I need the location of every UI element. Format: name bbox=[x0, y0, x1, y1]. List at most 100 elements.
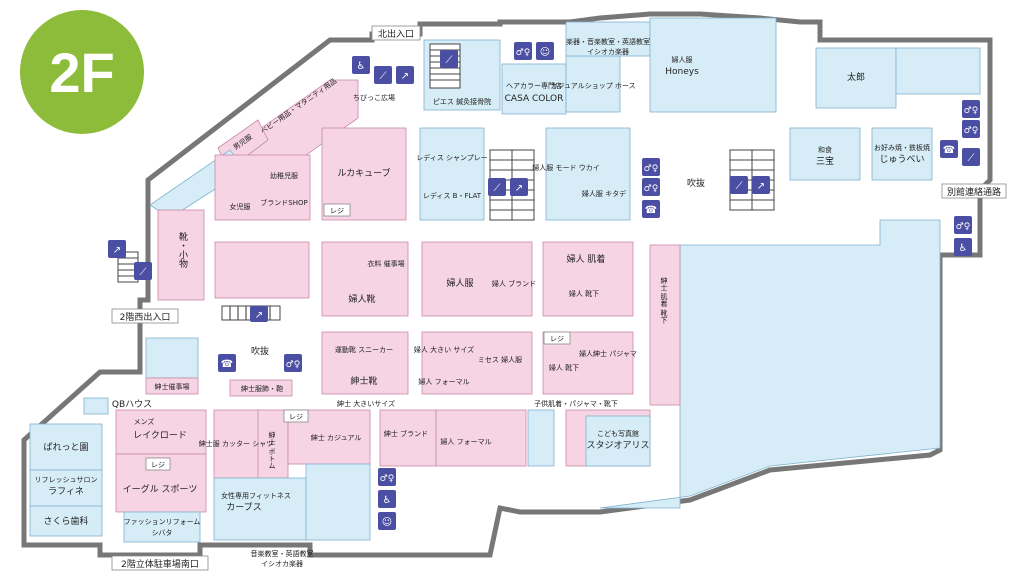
family-restroom-icon[interactable]: ♂♀ bbox=[642, 178, 660, 196]
phone-icon[interactable]: ☎ bbox=[642, 200, 660, 218]
restroom-icon[interactable]: ♂♀ bbox=[954, 216, 972, 234]
label-refresh-sub: リフレッシュサロン bbox=[35, 476, 98, 484]
gate-south-box bbox=[111, 555, 209, 571]
nursery-icon[interactable]: ☺ bbox=[378, 512, 396, 530]
shop-taro bbox=[815, 47, 897, 109]
elevator-icon[interactable]: ♿ bbox=[352, 56, 370, 74]
label-piece: ピエス 鍼灸接骨院 bbox=[433, 97, 491, 106]
wheelchair-icon[interactable]: ♿ bbox=[954, 238, 972, 256]
escalator-icon[interactable]: ↗ bbox=[510, 178, 528, 196]
gate-annex[interactable]: 別館連絡通路 bbox=[947, 186, 1001, 198]
gate-south[interactable]: 2階立体駐車場南口 bbox=[121, 558, 199, 570]
svg-text:☎: ☎ bbox=[645, 205, 657, 216]
label-misses: ミセス 婦人服 bbox=[478, 355, 522, 364]
restroom-icon[interactable]: ♂♀ bbox=[514, 42, 532, 60]
shop-mode-uka bbox=[545, 127, 631, 221]
nursery-icon[interactable]: ☺ bbox=[536, 42, 554, 60]
label-menz-sub: メンズ bbox=[134, 417, 155, 426]
shop-mens-casual bbox=[287, 409, 371, 465]
stairs-icon[interactable]: ⟋ bbox=[488, 178, 506, 196]
label-shoes-small: 靴・小物 bbox=[177, 231, 188, 269]
phone-icon[interactable]: ☎ bbox=[218, 354, 236, 372]
label-mode-uka: 婦人服 モード ウカイ bbox=[532, 163, 599, 172]
restroom-icon[interactable]: ♂♀ bbox=[378, 468, 396, 486]
shop-reform bbox=[123, 511, 201, 543]
void-label: 吹抜 bbox=[687, 177, 705, 189]
label-event-wear: 衣料 催事場 bbox=[367, 259, 404, 268]
wheelchair-icon[interactable]: ♿ bbox=[378, 490, 396, 508]
svg-text:♂♀: ♂♀ bbox=[964, 106, 979, 116]
label-reform: シバタ bbox=[152, 528, 173, 537]
label-music-top-sub: 楽器・音楽教室・英語教室 bbox=[566, 37, 650, 46]
shop-curves bbox=[213, 477, 307, 541]
label-sanpo: 三宝 bbox=[816, 155, 834, 167]
shop-mens-acc bbox=[229, 379, 293, 397]
label-reform-sub: ファッションリフォーム bbox=[124, 518, 201, 526]
escalator-icon[interactable]: ↗ bbox=[396, 66, 414, 84]
svg-text:⟋: ⟋ bbox=[494, 183, 501, 194]
svg-text:⟋: ⟋ bbox=[380, 71, 387, 82]
label-mens-acc: 紳士服飾・鞄 bbox=[241, 384, 283, 393]
label-kids-pajama: 子供肌着・パジャマ・靴下 bbox=[534, 399, 618, 408]
label-mens-cutter: 紳士服 カッター シャツ bbox=[199, 439, 273, 448]
shop-sports-shoes bbox=[321, 331, 409, 395]
label-ladies-shoes: 婦人靴 bbox=[348, 293, 375, 305]
stairs-icon[interactable]: ⟋ bbox=[962, 148, 980, 166]
label-mens-shoes: 紳士靴 bbox=[350, 375, 377, 387]
escalator-icon[interactable]: ↗ bbox=[752, 176, 770, 194]
svg-text:♿: ♿ bbox=[959, 243, 968, 254]
label-kids-plaza: ちびっこ広場 bbox=[353, 93, 395, 102]
label-eagle: イーグル スポーツ bbox=[123, 483, 198, 495]
escalator-icon[interactable]: ↗ bbox=[250, 306, 268, 322]
label-casa: CASA COLOR bbox=[505, 94, 564, 104]
restroom-icon[interactable]: ♂♀ bbox=[962, 100, 980, 118]
family-restroom-icon[interactable]: ♂♀ bbox=[962, 120, 980, 138]
svg-text:♂♀: ♂♀ bbox=[286, 360, 301, 370]
gate-north[interactable]: 北出入口 bbox=[378, 28, 414, 40]
label-brand-shop: ブランドSHOP bbox=[260, 198, 307, 207]
label-sports-shoes: 運動靴 スニーカー bbox=[335, 345, 393, 354]
floor-badge bbox=[20, 10, 144, 134]
label-ladies-socks2: 婦人 靴下 bbox=[549, 363, 579, 372]
label-ladies-formal: 婦人 フォーマル bbox=[418, 377, 469, 386]
svg-text:↗: ↗ bbox=[113, 245, 121, 256]
shop-kids-wear bbox=[214, 154, 311, 221]
label-curves-sub: 女性専用フィットネス bbox=[221, 491, 291, 500]
stairs-icon[interactable]: ⟋ bbox=[440, 50, 458, 68]
escalator-icon[interactable]: ↗ bbox=[108, 240, 126, 258]
shop-casa bbox=[501, 63, 567, 115]
restroom-icon[interactable]: ♂♀ bbox=[284, 354, 302, 372]
label-ladies-shampoo: レディス シャンプレー bbox=[416, 153, 488, 162]
stairs-icon[interactable]: ⟋ bbox=[374, 66, 392, 84]
svg-text:♿: ♿ bbox=[383, 495, 392, 506]
label-pajama: 婦人紳士 パジャマ bbox=[579, 349, 637, 358]
register-label: レジ bbox=[550, 335, 564, 343]
label-casa-sub: ヘアカラー専門店 bbox=[506, 81, 562, 90]
shop-ladies-shoes bbox=[321, 241, 409, 317]
shop-studio-blue bbox=[585, 415, 651, 467]
label-kitade: 婦人服 キタデ bbox=[582, 189, 626, 198]
label-ladies-inner: 婦人 肌着 bbox=[567, 253, 606, 265]
shop-mens-cutter bbox=[213, 409, 261, 479]
register-box bbox=[283, 409, 309, 423]
svg-text:☺: ☺ bbox=[540, 47, 550, 58]
label-menz: レイクロード bbox=[133, 430, 187, 441]
restroom-icon[interactable]: ♂♀ bbox=[642, 158, 660, 176]
svg-text:↗: ↗ bbox=[255, 310, 263, 321]
shop-ladies-formal2 bbox=[435, 409, 527, 467]
shop-shoes-small bbox=[157, 209, 205, 301]
label-sakura: さくら歯科 bbox=[43, 515, 88, 527]
stairs-icon[interactable]: ⟋ bbox=[134, 262, 152, 280]
shop-honeys bbox=[649, 17, 777, 113]
svg-text:⟋: ⟋ bbox=[968, 153, 975, 164]
phone-icon[interactable]: ☎ bbox=[940, 140, 958, 158]
label-ladies-formal2: 婦人 フォーマル bbox=[440, 437, 491, 446]
label-ladies-brand: 婦人 ブランド bbox=[492, 279, 536, 288]
gate-west[interactable]: 2階西出入口 bbox=[120, 311, 171, 323]
svg-text:☺: ☺ bbox=[382, 517, 392, 528]
register-box bbox=[543, 331, 571, 345]
stairs-icon[interactable]: ⟋ bbox=[730, 176, 748, 194]
svg-text:♂♀: ♂♀ bbox=[644, 184, 659, 194]
shop-sanpo bbox=[789, 127, 861, 181]
svg-text:⟋: ⟋ bbox=[140, 267, 147, 278]
